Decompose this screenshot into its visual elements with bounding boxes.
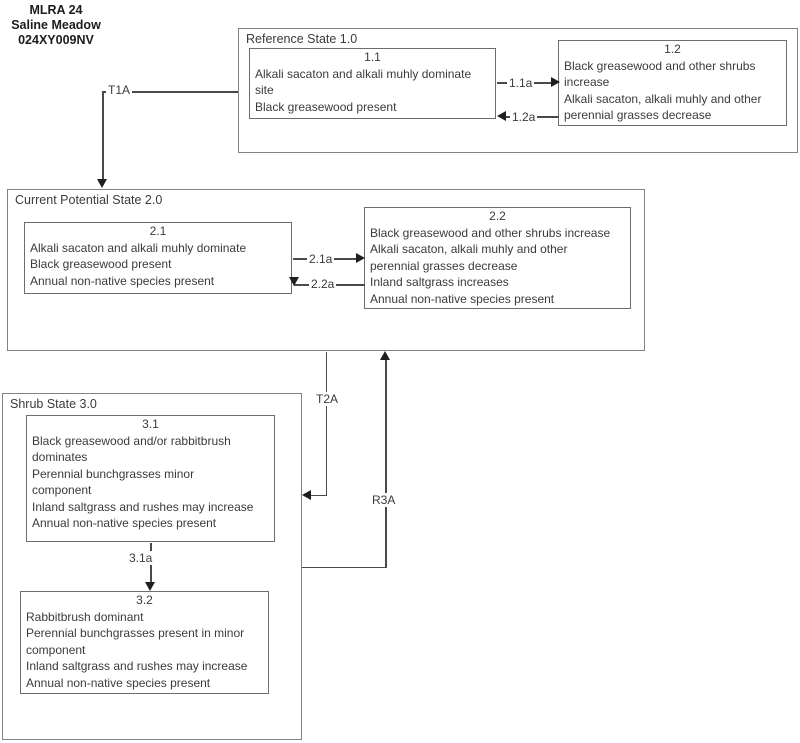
pathway-label-2-2a: 2.2a (309, 277, 337, 291)
community-title: 2.2 (489, 209, 506, 223)
community-text-line: perennial grasses decrease (564, 108, 712, 122)
community-title: 1.1 (364, 50, 381, 64)
community-text-line: Black greasewood and other shrubs increa… (370, 225, 611, 240)
community-text-line: Inland saltgrass increases (370, 275, 509, 289)
arrow-t1a-vline (102, 91, 104, 179)
community-text-line: Annual non-native species present (32, 516, 217, 530)
arrowhead-1-1a-right-icon (551, 77, 560, 87)
community-text-line: Black greasewood and other shrubs (564, 58, 756, 73)
community-text-line: component (32, 483, 92, 497)
community-text-line: Alkali sacaton and alkali muhly dominate (255, 66, 472, 81)
community-text-line: perennial grasses decrease (370, 258, 518, 273)
state-box-reference-1-0: Reference State 1.0 1.1 Alkali sacaton a… (238, 28, 798, 153)
arrowhead-2-2a-down-icon (289, 277, 299, 286)
diagram-header: MLRA 24 Saline Meadow 024XY009NV (0, 3, 112, 48)
header-mlra: MLRA 24 (29, 3, 83, 17)
community-title: 3.2 (136, 593, 153, 607)
arrow-r3a-vline (385, 360, 387, 568)
pathway-label-1-2a: 1.2a (510, 110, 538, 124)
community-text-line: Annual non-native species present (370, 291, 555, 306)
community-text-line: Black greasewood and/or rabbitbrush (32, 433, 231, 448)
arrow-t2a-vline (325, 352, 327, 496)
pathway-label-2-1a: 2.1a (307, 252, 335, 266)
community-text-line: Inland saltgrass and rushes may increase (32, 499, 254, 514)
state-box-shrub-3-0: Shrub State 3.0 3.1 Black greasewood and… (2, 393, 302, 740)
header-site-id: 024XY009NV (18, 33, 94, 47)
community-text-line: Annual non-native species present (30, 273, 215, 288)
community-text-line: Alkali sacaton, alkali muhly and other (370, 242, 568, 256)
community-text-line: Black greasewood present (255, 99, 397, 114)
arrowhead-t2a-left-icon (302, 490, 311, 500)
community-box-2-2: 2.2 Black greasewood and other shrubs in… (364, 207, 631, 309)
transition-label-t2a: T2A (314, 392, 341, 406)
community-box-1-2: 1.2 Black greasewood and other shrubs in… (558, 40, 787, 126)
arrowhead-1-2a-left-icon (497, 111, 506, 121)
community-text-line: dominates (32, 450, 88, 464)
community-box-2-1: 2.1 Alkali sacaton and alkali muhly domi… (24, 222, 292, 294)
community-text-line: increase (564, 75, 610, 89)
state-label: Current Potential State 2.0 (15, 193, 163, 207)
community-text-line: Perennial bunchgrasses minor (32, 466, 195, 481)
community-box-1-1: 1.1 Alkali sacaton and alkali muhly domi… (249, 48, 496, 119)
community-text-line: Black greasewood present (30, 257, 172, 271)
transition-label-t1a: T1A (106, 83, 133, 97)
pathway-label-3-1a: 3.1a (127, 551, 155, 565)
community-text-line: Inland saltgrass and rushes may increase (26, 659, 248, 673)
header-site-name: Saline Meadow (11, 18, 101, 32)
community-text-line: site (255, 83, 274, 97)
community-text-line: component (26, 642, 86, 657)
community-title: 3.1 (142, 417, 159, 431)
state-box-current-potential-2-0: Current Potential State 2.0 2.1 Alkali s… (7, 189, 645, 351)
arrowhead-t1a-down-icon (97, 179, 107, 188)
state-label: Shrub State 3.0 (10, 397, 97, 411)
community-title: 2.1 (149, 224, 167, 238)
arrowhead-r3a-up-icon (380, 351, 390, 360)
arrowhead-2-1a-right-icon (356, 253, 365, 263)
community-text-line: Rabbitbrush dominant (26, 609, 144, 624)
community-text-line: Alkali sacaton, alkali muhly and other (564, 91, 762, 106)
arrow-r3a-hline (302, 566, 386, 568)
arrow-t2a-hline (311, 494, 327, 496)
arrow-t1a-hline (102, 91, 238, 93)
community-box-3-2: 3.2 Rabbitbrush dominant Perennial bunch… (20, 591, 269, 694)
community-box-3-1: 3.1 Black greasewood and/or rabbitbrush … (26, 415, 275, 542)
community-title: 1.2 (664, 42, 681, 56)
arrowhead-3-1a-down-icon (145, 582, 155, 591)
pathway-label-1-1a: 1.1a (507, 76, 535, 90)
community-text-line: Perennial bunchgrasses present in minor (26, 626, 245, 640)
community-text-line: Annual non-native species present (26, 675, 211, 690)
community-text-line: Alkali sacaton and alkali muhly dominate (30, 240, 247, 255)
state-label: Reference State 1.0 (246, 32, 358, 46)
restoration-label-r3a: R3A (370, 493, 398, 507)
